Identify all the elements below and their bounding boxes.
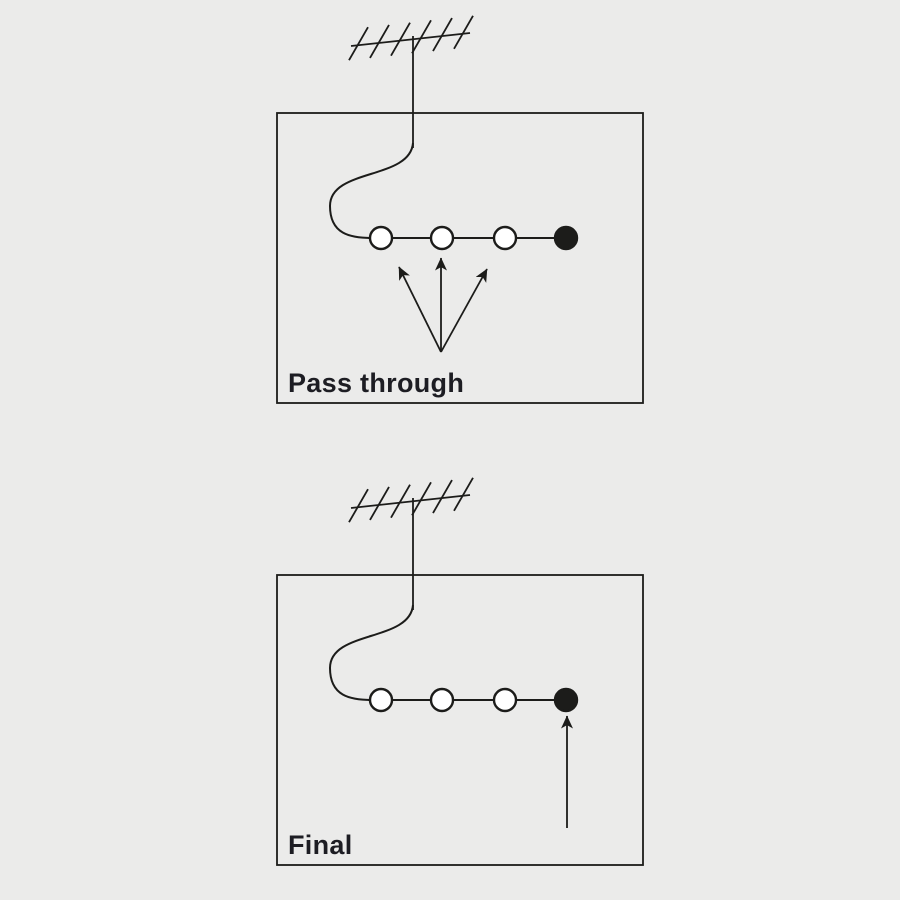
antenna-hatch-icon <box>348 488 369 523</box>
antenna-bar <box>350 32 471 47</box>
signal-arrow-icon <box>398 266 442 353</box>
open-socket-icon <box>368 225 394 251</box>
antenna-hatch-icon <box>411 19 432 54</box>
antenna-hatch-icon <box>390 484 411 519</box>
panel-label-final: Final <box>288 830 353 860</box>
antenna-hatch-icon <box>390 22 411 57</box>
antenna-hatch-icon <box>369 24 390 59</box>
panel-label-pass-through: Pass through <box>288 368 465 398</box>
open-socket-icon <box>429 687 455 713</box>
drop-cable <box>328 142 414 239</box>
antenna-hatch-icon <box>432 17 453 52</box>
drop-cable <box>328 604 414 701</box>
panel-box <box>276 574 644 866</box>
antenna-hatch-icon <box>453 477 474 512</box>
open-socket-icon <box>368 687 394 713</box>
panel-pass-through <box>276 15 644 404</box>
antenna-hatch-icon <box>369 486 390 521</box>
panel-box <box>276 112 644 404</box>
antenna-hatch-icon <box>453 15 474 50</box>
open-socket-icon <box>492 687 518 713</box>
filled-socket-icon <box>553 687 579 713</box>
panel-final <box>276 477 644 866</box>
antenna-hatch-icon <box>348 26 369 61</box>
open-socket-icon <box>492 225 518 251</box>
antenna-hatch-icon <box>411 481 432 516</box>
antenna-bar <box>350 494 471 509</box>
antenna-hatch-icon <box>432 479 453 514</box>
filled-socket-icon <box>553 225 579 251</box>
open-socket-icon <box>429 225 455 251</box>
signal-arrow-icon <box>440 268 488 353</box>
